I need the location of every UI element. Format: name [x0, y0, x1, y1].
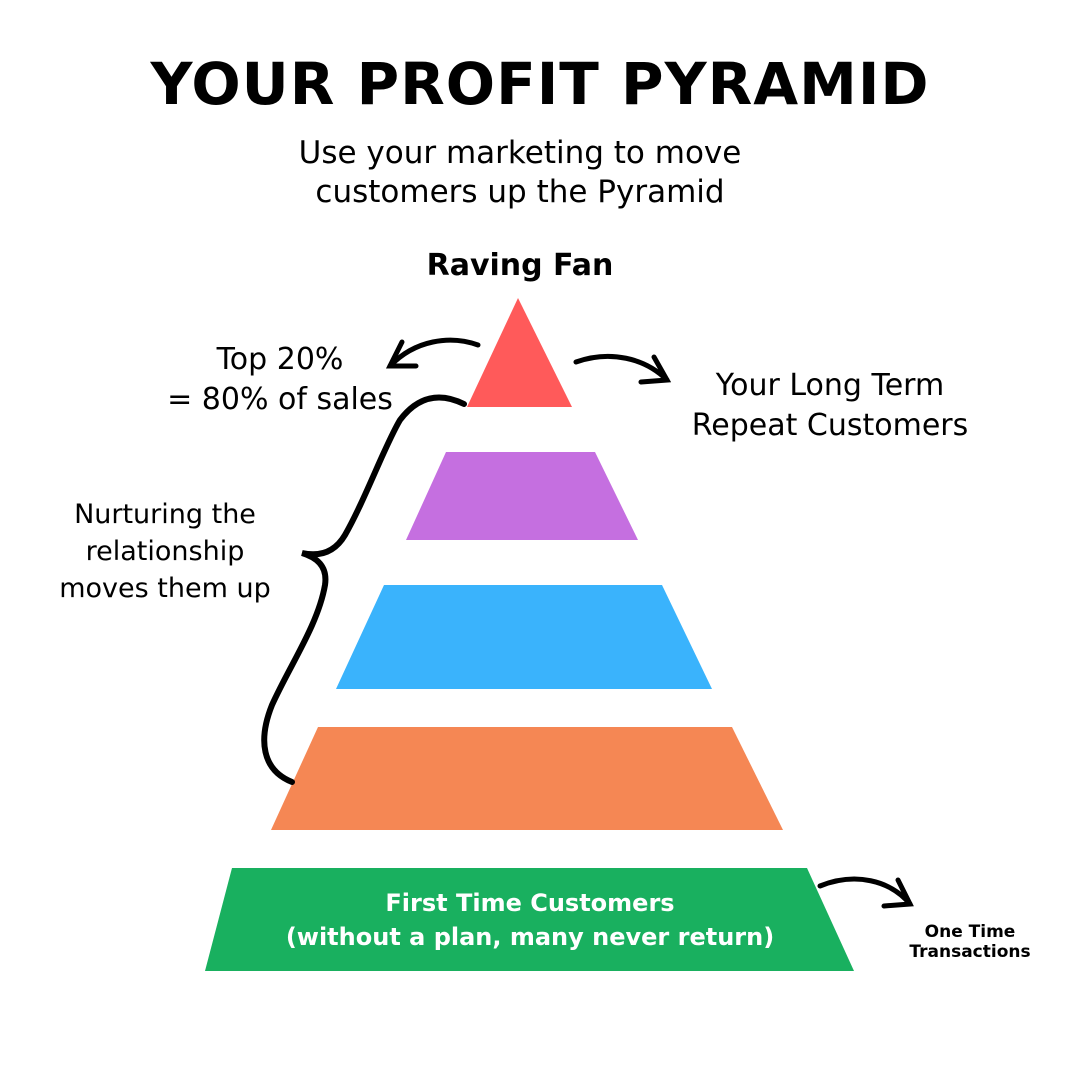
- pyramid-tier-4: [271, 727, 783, 830]
- label-line: First Time Customers: [385, 889, 675, 917]
- curly-brace: [261, 394, 467, 785]
- note-line: moves them up: [59, 573, 271, 604]
- nurturing-note: Nurturing the relationship moves them up: [20, 496, 310, 607]
- note-line: Top 20%: [216, 342, 344, 377]
- first-time-customers-label: First Time Customers (without a plan, ma…: [230, 886, 830, 954]
- note-line: Nurturing the: [74, 499, 256, 530]
- page-title: YOUR PROFIT PYRAMID: [150, 50, 930, 118]
- note-line: Your Long Term: [715, 368, 945, 403]
- note-line: One Time: [924, 922, 1016, 942]
- arrow-bottom-right-icon: [817, 876, 914, 909]
- note-line: = 80% of sales: [167, 382, 393, 417]
- subtitle: Use your marketing to move customers up …: [220, 134, 820, 212]
- long-term-note: Your Long Term Repeat Customers: [650, 366, 1010, 446]
- note-line: relationship: [85, 536, 245, 567]
- subtitle-line: Use your marketing to move: [298, 135, 742, 171]
- raving-fan-label: Raving Fan: [426, 248, 614, 283]
- pyramid-tier-2: [406, 452, 638, 540]
- pyramid-tier-3: [336, 585, 712, 689]
- subtitle-line: customers up the Pyramid: [315, 174, 725, 210]
- note-line: Repeat Customers: [691, 408, 969, 443]
- top-20-note: Top 20% = 80% of sales: [130, 340, 430, 420]
- one-time-transactions-note: One Time Transactions: [890, 922, 1050, 962]
- arrow-right-icon: [573, 354, 672, 385]
- label-line: (without a plan, many never return): [285, 923, 775, 951]
- pyramid-tier-raving-fan: [467, 298, 572, 407]
- arrow-left-icon: [385, 337, 481, 369]
- pyramid-tier-first-time: [205, 868, 854, 971]
- note-line: Transactions: [909, 942, 1031, 962]
